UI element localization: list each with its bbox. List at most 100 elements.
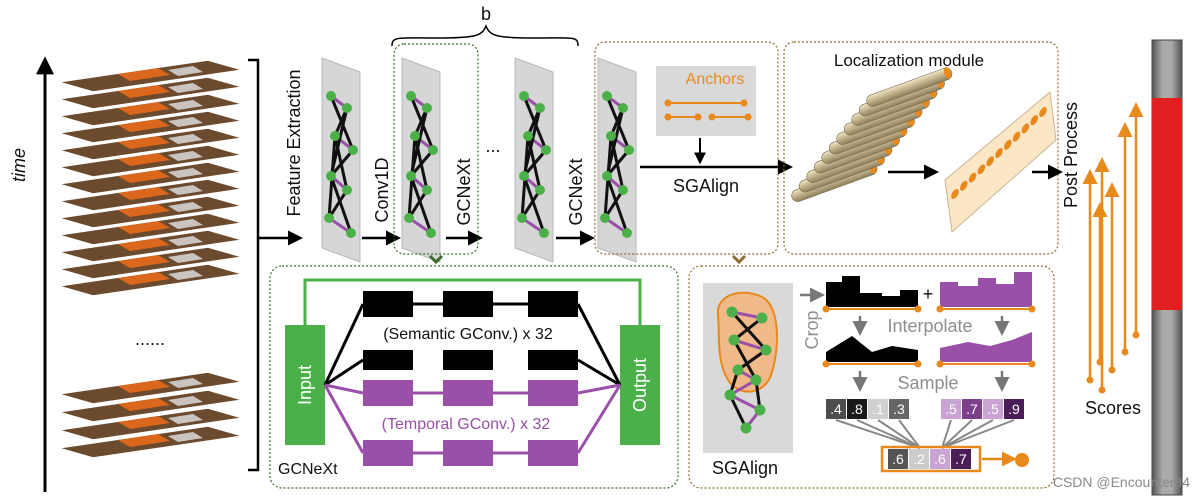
proposal-dot	[1004, 139, 1012, 150]
time-axis: time	[9, 56, 54, 492]
left-sample-value: .3	[893, 401, 905, 417]
graph-node	[406, 91, 416, 101]
video-frame	[57, 425, 244, 459]
left-sample-value: .4	[830, 401, 842, 417]
temporal-gconv-block	[528, 380, 578, 406]
video-frame	[57, 110, 244, 144]
graph-node	[426, 228, 436, 238]
post-process-label: Post Process	[1061, 102, 1081, 208]
graph-node	[404, 213, 414, 223]
left-sample-cell	[847, 399, 867, 419]
sgalign-box-title: SGAlign	[712, 458, 778, 478]
proposal-dot	[1012, 131, 1021, 142]
graph-node	[606, 131, 616, 141]
graph-node	[342, 103, 352, 113]
video-frame	[57, 76, 244, 110]
video-frame	[57, 212, 244, 246]
gcnext-label-2: GCNeXt	[566, 158, 586, 225]
graph-node	[624, 145, 634, 155]
plus-sign: +	[923, 284, 934, 304]
graph-node	[422, 185, 432, 195]
proposal-dot	[986, 156, 994, 167]
graph-node	[539, 228, 549, 238]
proposal-strip	[944, 91, 1057, 233]
ellipsis-dots: ...	[485, 136, 500, 156]
score-arrows	[1082, 102, 1144, 394]
feature-extraction-label: Feature Extraction	[284, 69, 304, 216]
graph-node	[618, 103, 628, 113]
graph-node	[602, 91, 612, 101]
right-sample-value: .7	[966, 401, 978, 417]
right-sample-cell	[1004, 399, 1024, 419]
output-label: Output	[630, 358, 650, 412]
graph-node	[618, 185, 628, 195]
watermark: CSDN @Encounter84	[1053, 474, 1190, 490]
video-frame	[57, 59, 244, 93]
graph-node	[330, 131, 340, 141]
video-frame	[57, 161, 244, 195]
merged-box	[880, 445, 982, 473]
localization-module-title: Localization module	[834, 51, 984, 70]
merged-sample-value: .6	[892, 451, 904, 467]
right-sample-cell	[941, 399, 961, 419]
graph-node	[422, 103, 432, 113]
right-sample-cell	[983, 399, 1003, 419]
sgalign-label: SGAlign	[673, 176, 739, 196]
video-frame	[57, 127, 244, 161]
temporal-gconv-block	[363, 380, 413, 406]
proposal-dot	[960, 180, 968, 191]
video-frame	[57, 195, 244, 229]
right-sample-cell	[962, 399, 982, 419]
graph-node	[740, 422, 752, 434]
left-sample-value: .1	[872, 401, 884, 417]
graph-node	[760, 344, 772, 356]
graph-node	[750, 374, 762, 386]
semantic-gconv-block	[443, 350, 493, 370]
graph-node	[622, 228, 632, 238]
left-sample-cell	[826, 399, 846, 419]
video-frame	[57, 178, 244, 212]
graph-panel	[321, 57, 361, 263]
graph-node	[517, 213, 527, 223]
graph-node	[326, 91, 336, 101]
video-frame	[57, 407, 244, 441]
graph-node	[324, 213, 334, 223]
graph-panel	[514, 57, 554, 263]
crop-label: Crop	[802, 310, 822, 349]
left-sample-cell	[868, 399, 888, 419]
cylinder	[866, 67, 953, 107]
input-label: Input	[295, 365, 315, 405]
graph-node	[728, 334, 740, 346]
proposal-dot	[1030, 115, 1038, 126]
video-frame	[57, 144, 244, 178]
video-frame	[57, 93, 244, 127]
bracket-b-label: b	[481, 4, 491, 24]
graph-node	[346, 228, 356, 238]
graph-node	[724, 389, 736, 401]
temporal-gconv-block	[363, 440, 413, 466]
proposal-dot	[995, 148, 1003, 158]
graph-node	[410, 131, 420, 141]
graph-panels	[321, 57, 637, 263]
graph-node	[523, 131, 533, 141]
sample-label: Sample	[897, 373, 958, 393]
proposal-dot	[977, 164, 986, 175]
merged-sample-cell	[951, 449, 971, 469]
graph-node	[428, 145, 438, 155]
video-frames-stack: ......	[57, 59, 244, 459]
frames-ellipsis: ......	[135, 329, 165, 349]
merged-sample-cell	[909, 449, 929, 469]
graph-node	[541, 145, 551, 155]
semantic-gconv-block	[528, 291, 578, 317]
temporal-gconv-label: (Temporal GConv.) x 32	[382, 416, 551, 433]
video-frame	[57, 389, 244, 423]
merged-sample-value: .2	[913, 451, 925, 467]
merged-sample-cell	[888, 449, 908, 469]
semantic-gconv-block	[443, 291, 493, 317]
proposal-dot	[1021, 123, 1030, 134]
temporal-gconv-block	[443, 380, 493, 406]
scores-label: Scores	[1085, 398, 1141, 418]
left-sample-cell	[889, 399, 909, 419]
right-sample-value: .9	[1008, 401, 1020, 417]
